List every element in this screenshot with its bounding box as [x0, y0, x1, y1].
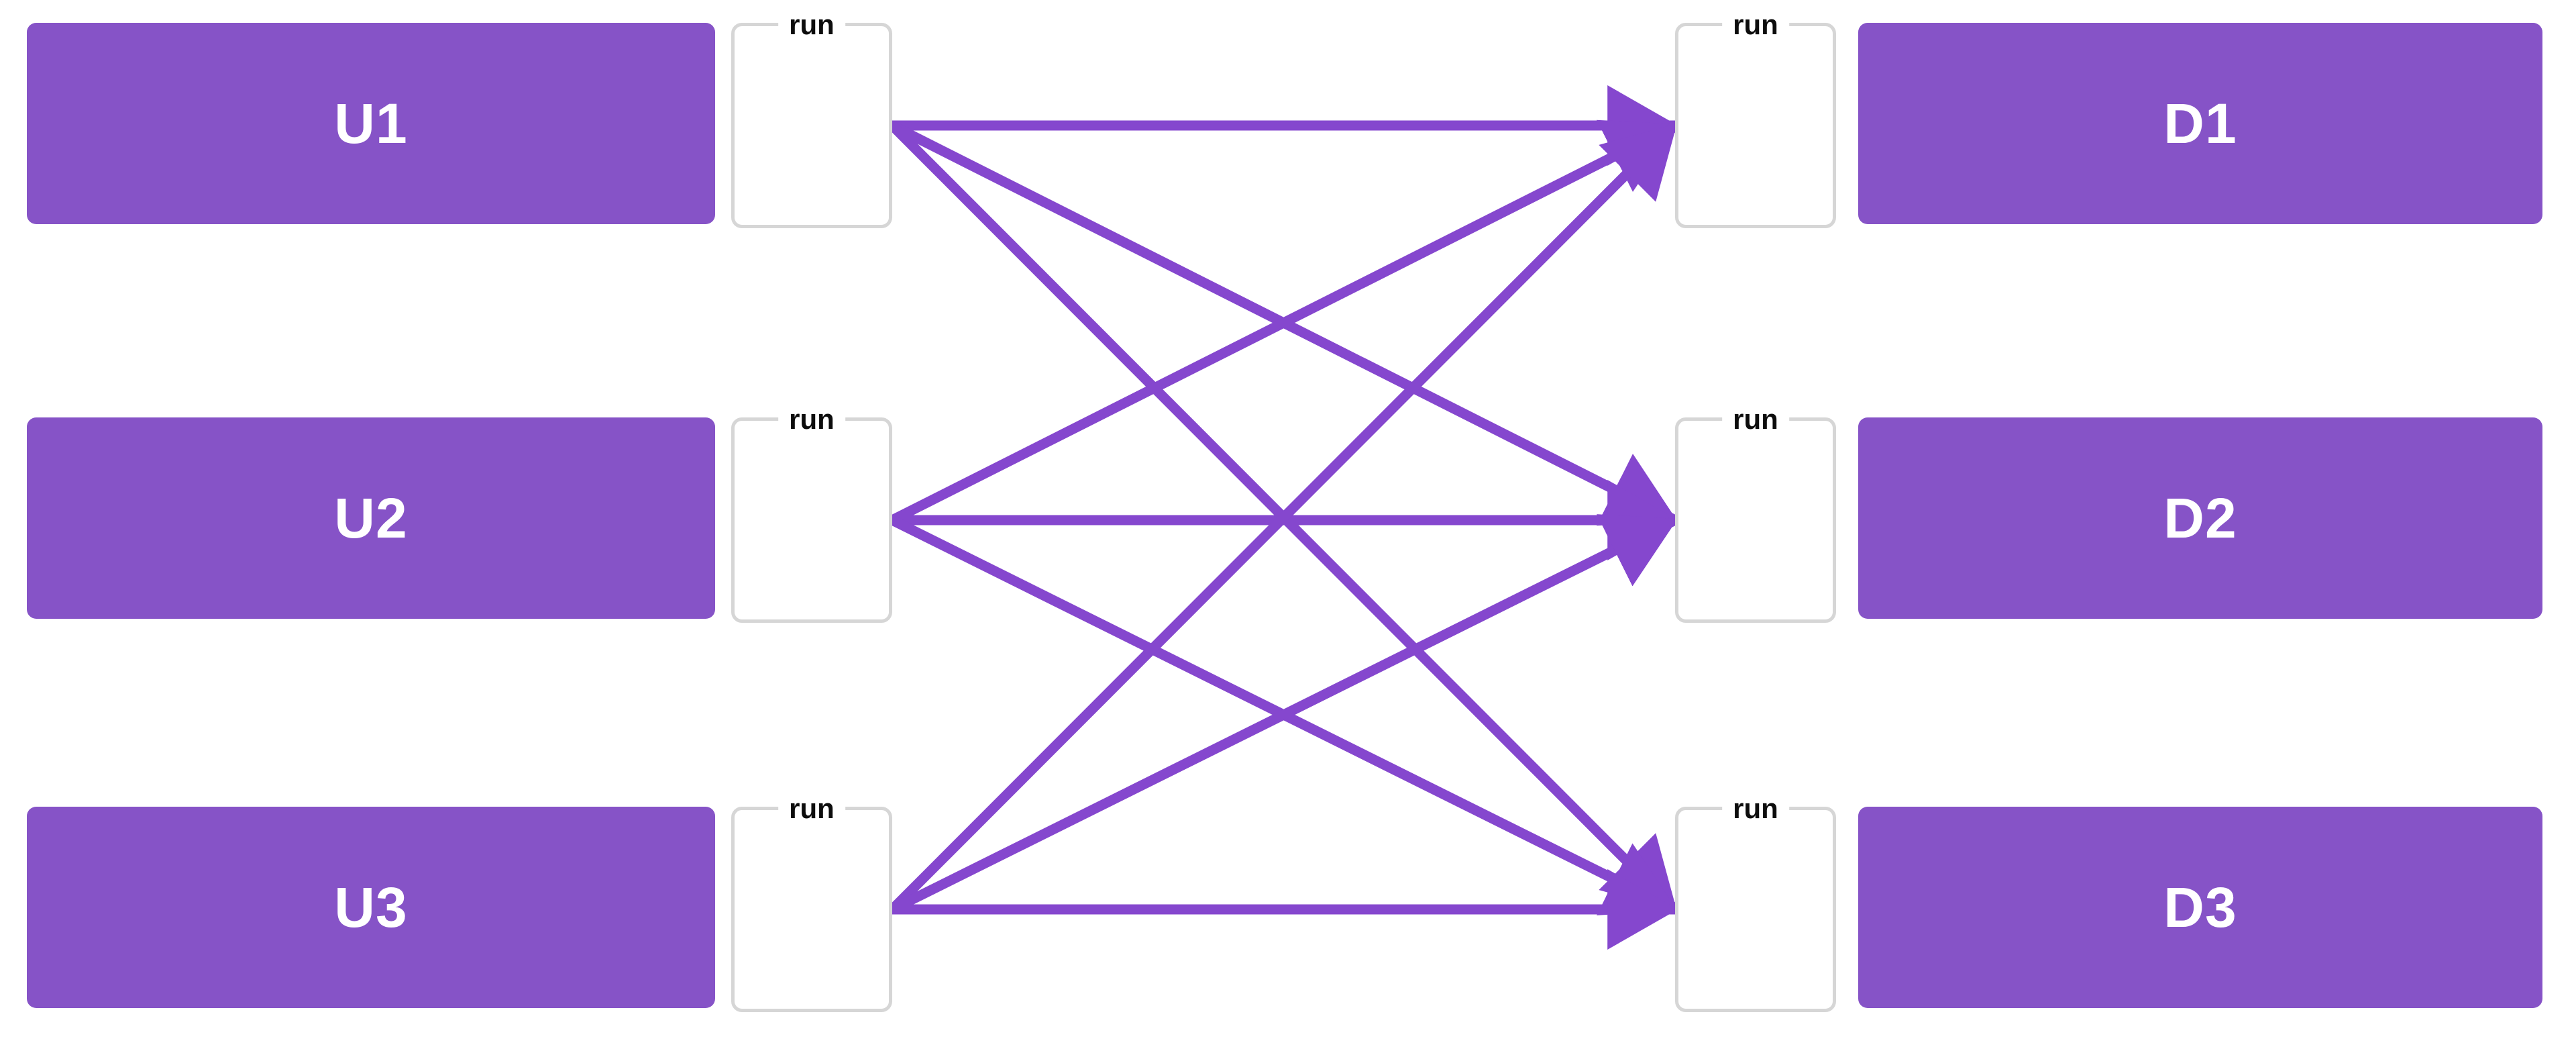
node-u3-label: U3 — [334, 875, 408, 939]
run-box-u1: run — [731, 8, 892, 228]
node-d1-label: D1 — [2163, 91, 2237, 155]
run-box-u1-label: run — [778, 8, 845, 42]
run-box-d3: run — [1675, 792, 1836, 1012]
run-box-d2: run — [1675, 403, 1836, 623]
node-u1: U1 — [27, 23, 715, 224]
run-box-u3-label: run — [778, 792, 845, 825]
run-box-u2: run — [731, 403, 892, 623]
node-d2: D2 — [1858, 417, 2542, 619]
edge-u2-d1 — [890, 119, 1678, 525]
run-box-d3-label: run — [1722, 792, 1789, 825]
node-u2: U2 — [27, 417, 715, 619]
node-d1: D1 — [1858, 23, 2542, 224]
node-u2-label: U2 — [334, 486, 408, 550]
run-box-d1-label: run — [1722, 8, 1789, 42]
node-d3: D3 — [1858, 807, 2542, 1008]
run-box-d2-label: run — [1722, 403, 1789, 436]
run-box-d1: run — [1675, 8, 1836, 228]
edge-u1-d3 — [888, 121, 1679, 913]
node-d2-label: D2 — [2163, 486, 2237, 550]
edge-u1-d2 — [890, 121, 1678, 526]
run-box-u3: run — [731, 792, 892, 1012]
node-u1-label: U1 — [334, 91, 408, 155]
edge-u3-d2 — [890, 514, 1678, 914]
edge-u3-d1 — [888, 121, 1679, 913]
node-u3: U3 — [27, 807, 715, 1008]
run-box-u2-label: run — [778, 403, 845, 436]
node-d3-label: D3 — [2163, 875, 2237, 939]
edge-u2-d3 — [890, 515, 1678, 915]
